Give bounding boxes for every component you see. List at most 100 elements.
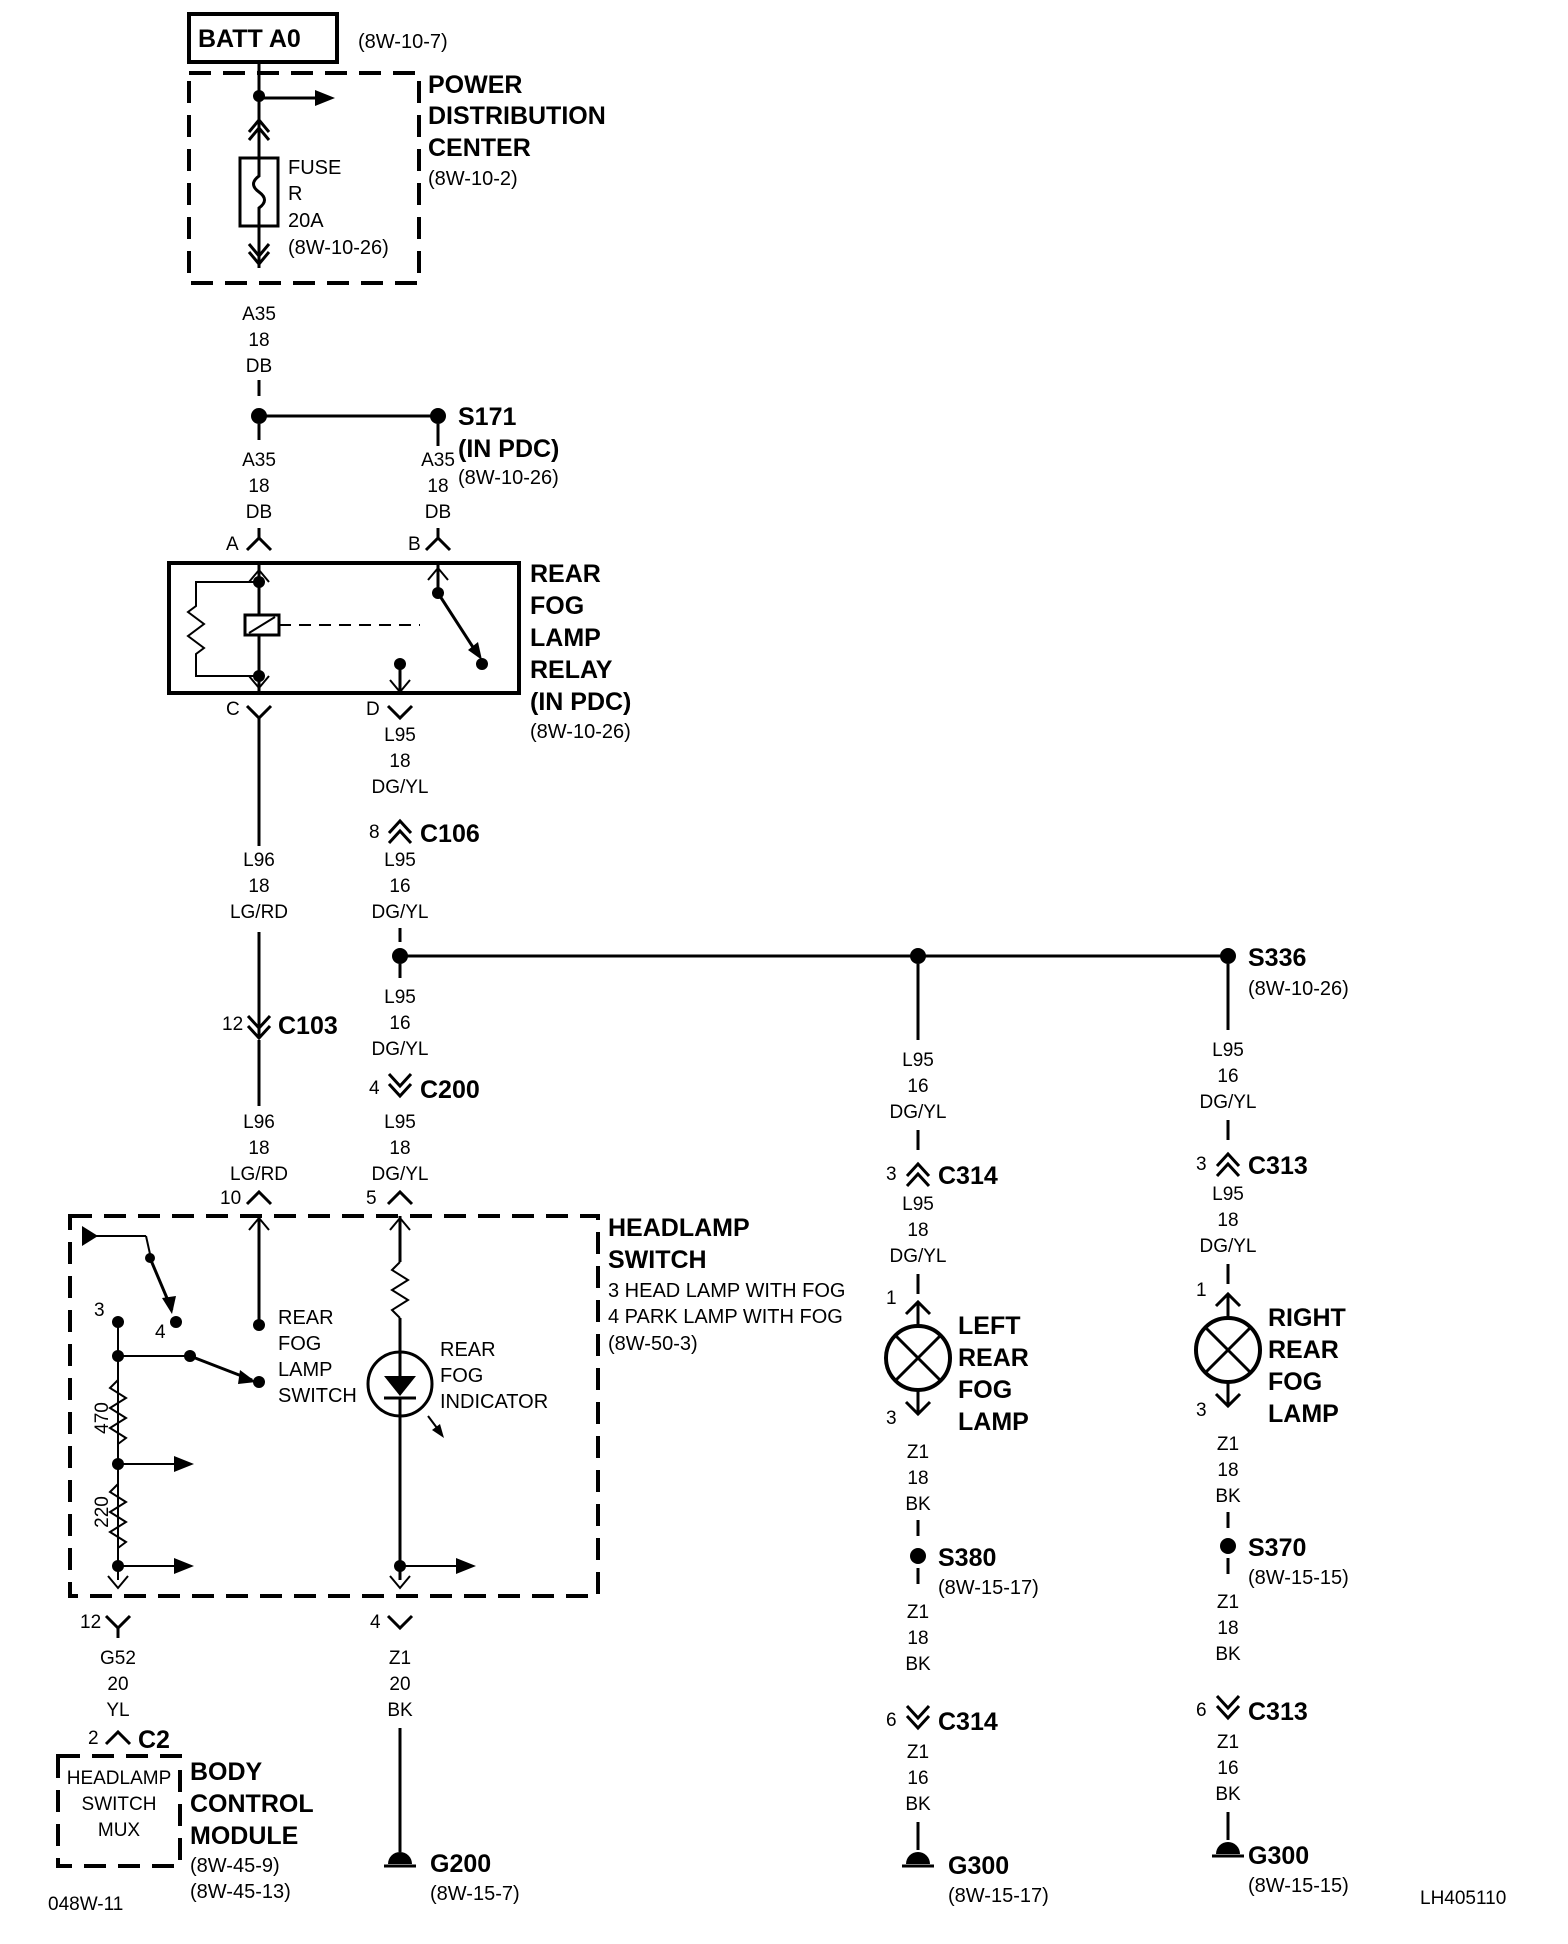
- bcm-line3: MODULE: [190, 1822, 298, 1850]
- bcm-ref1: (8W-45-9): [190, 1855, 280, 1877]
- connector-icon: [904, 1299, 932, 1316]
- left-lamp-line1: LEFT: [958, 1312, 1021, 1340]
- pdc-box: [187, 71, 421, 285]
- pdc-line2: DISTRIBUTION: [428, 102, 606, 130]
- wire-label: Z1: [1217, 1732, 1239, 1753]
- g300a-name: G300: [948, 1852, 1009, 1880]
- pdc-line3: CENTER: [428, 134, 531, 162]
- left-lamp-line4: LAMP: [958, 1408, 1029, 1436]
- bcm-inner2: SWITCH: [82, 1794, 157, 1815]
- connector-icon: [1214, 1291, 1242, 1308]
- s380-name: S380: [938, 1544, 996, 1572]
- connector-icon: [387, 818, 413, 835]
- hs-desc2: 4 PARK LAMP WITH FOG: [608, 1306, 843, 1328]
- arrow-icon: [174, 1456, 194, 1472]
- wire-label: 20: [107, 1674, 128, 1695]
- hs-line1: HEADLAMP: [608, 1214, 750, 1242]
- fuse-line2: R: [288, 183, 302, 205]
- wire-label: YL: [106, 1700, 129, 1721]
- connector-icon: [386, 704, 414, 721]
- bcm-line1: BODY: [190, 1758, 263, 1786]
- wire-label: Z1: [907, 1602, 929, 1623]
- c103-name: C103: [278, 1012, 338, 1040]
- g300b-name: G300: [1248, 1842, 1309, 1870]
- wire-label: 16: [1217, 1066, 1238, 1087]
- wire-label: A35: [242, 450, 276, 471]
- ind-label1: REAR: [440, 1339, 496, 1361]
- s380-ref: (8W-15-17): [938, 1577, 1039, 1599]
- s171-name: S171: [458, 403, 516, 431]
- wire-label: L95: [902, 1050, 934, 1071]
- g200-name: G200: [430, 1850, 491, 1878]
- bcm-box: [56, 1754, 182, 1868]
- hs-line2: SWITCH: [608, 1246, 707, 1274]
- left-lamp-pin3: 3: [886, 1408, 897, 1429]
- connector-icon: [247, 243, 271, 259]
- wire-label: BK: [1215, 1486, 1241, 1507]
- wire-label: L95: [384, 850, 416, 871]
- relay-switch-icon: [436, 592, 480, 656]
- relay-line3: LAMP: [530, 624, 601, 652]
- s336-ref: (8W-10-26): [1248, 978, 1349, 1000]
- wire-label: BK: [905, 1654, 931, 1675]
- wire-label: L96: [243, 850, 275, 871]
- wire-label: DB: [425, 502, 451, 523]
- connector-icon: [1215, 1151, 1241, 1168]
- splice-dot: [910, 1548, 926, 1564]
- wire-label: L95: [384, 987, 416, 1008]
- coil-resistor-icon: [186, 581, 259, 677]
- g300b-ref: (8W-15-15): [1248, 1875, 1349, 1897]
- wire-label: DB: [246, 502, 272, 523]
- bcm-inner1: HEADLAMP: [67, 1768, 172, 1789]
- ind-label2: FOG: [440, 1365, 483, 1387]
- wire-label: DG/YL: [371, 1039, 428, 1060]
- wire-label: DG/YL: [1199, 1092, 1256, 1113]
- splice-dot: [430, 408, 446, 424]
- right-lamp-pin3: 3: [1196, 1400, 1207, 1421]
- wire-label: DG/YL: [889, 1102, 946, 1123]
- connector-icon: [905, 1704, 931, 1721]
- wire-label: BK: [1215, 1784, 1241, 1805]
- left-lamp-line3: FOG: [958, 1376, 1012, 1404]
- wire-label: DG/YL: [1199, 1236, 1256, 1257]
- wire-label: 18: [907, 1220, 928, 1241]
- wire-label: 16: [389, 876, 410, 897]
- fuse-line3: 20A: [288, 210, 324, 232]
- wire-label: 18: [248, 1138, 269, 1159]
- arrow-icon: [315, 90, 335, 106]
- right-lamp-line2: REAR: [1268, 1336, 1339, 1364]
- connector-icon: [1214, 1392, 1242, 1409]
- left-lamp-line2: REAR: [958, 1344, 1029, 1372]
- wire-label: 18: [907, 1468, 928, 1489]
- connector-icon: [245, 1189, 273, 1206]
- c106-name: C106: [420, 820, 480, 848]
- pos4-label: 4: [155, 1322, 166, 1343]
- indicator-resistor-icon: [390, 1261, 410, 1319]
- wire-label: 16: [1217, 1758, 1238, 1779]
- wire-label: 18: [248, 476, 269, 497]
- wire-label: 18: [1217, 1460, 1238, 1481]
- relay-box: [167, 561, 521, 695]
- connector-icon: [246, 1014, 272, 1031]
- connector-icon: [386, 1189, 414, 1206]
- relay-pin-b: B: [408, 534, 421, 555]
- wire-label: Z1: [389, 1648, 411, 1669]
- wire-label: BK: [1215, 1644, 1241, 1665]
- wire-label: 18: [248, 876, 269, 897]
- wire-label: L95: [1212, 1040, 1244, 1061]
- splice-dot: [1220, 948, 1236, 964]
- wire-label: 18: [389, 751, 410, 772]
- ground-icon: [388, 1852, 412, 1864]
- c314b-pin: 6: [886, 1710, 897, 1731]
- left-lamp-pin1: 1: [886, 1288, 897, 1309]
- c314a-name: C314: [938, 1162, 998, 1190]
- wire-label: Z1: [1217, 1592, 1239, 1613]
- connector-icon: [1215, 1694, 1241, 1711]
- wire-label: Z1: [1217, 1434, 1239, 1455]
- hs-pin12: 12: [80, 1612, 101, 1633]
- splice-dot: [910, 948, 926, 964]
- wire-label: L95: [384, 725, 416, 746]
- relay-ref: (8W-10-26): [530, 721, 631, 743]
- resistor-icon: [108, 1379, 128, 1445]
